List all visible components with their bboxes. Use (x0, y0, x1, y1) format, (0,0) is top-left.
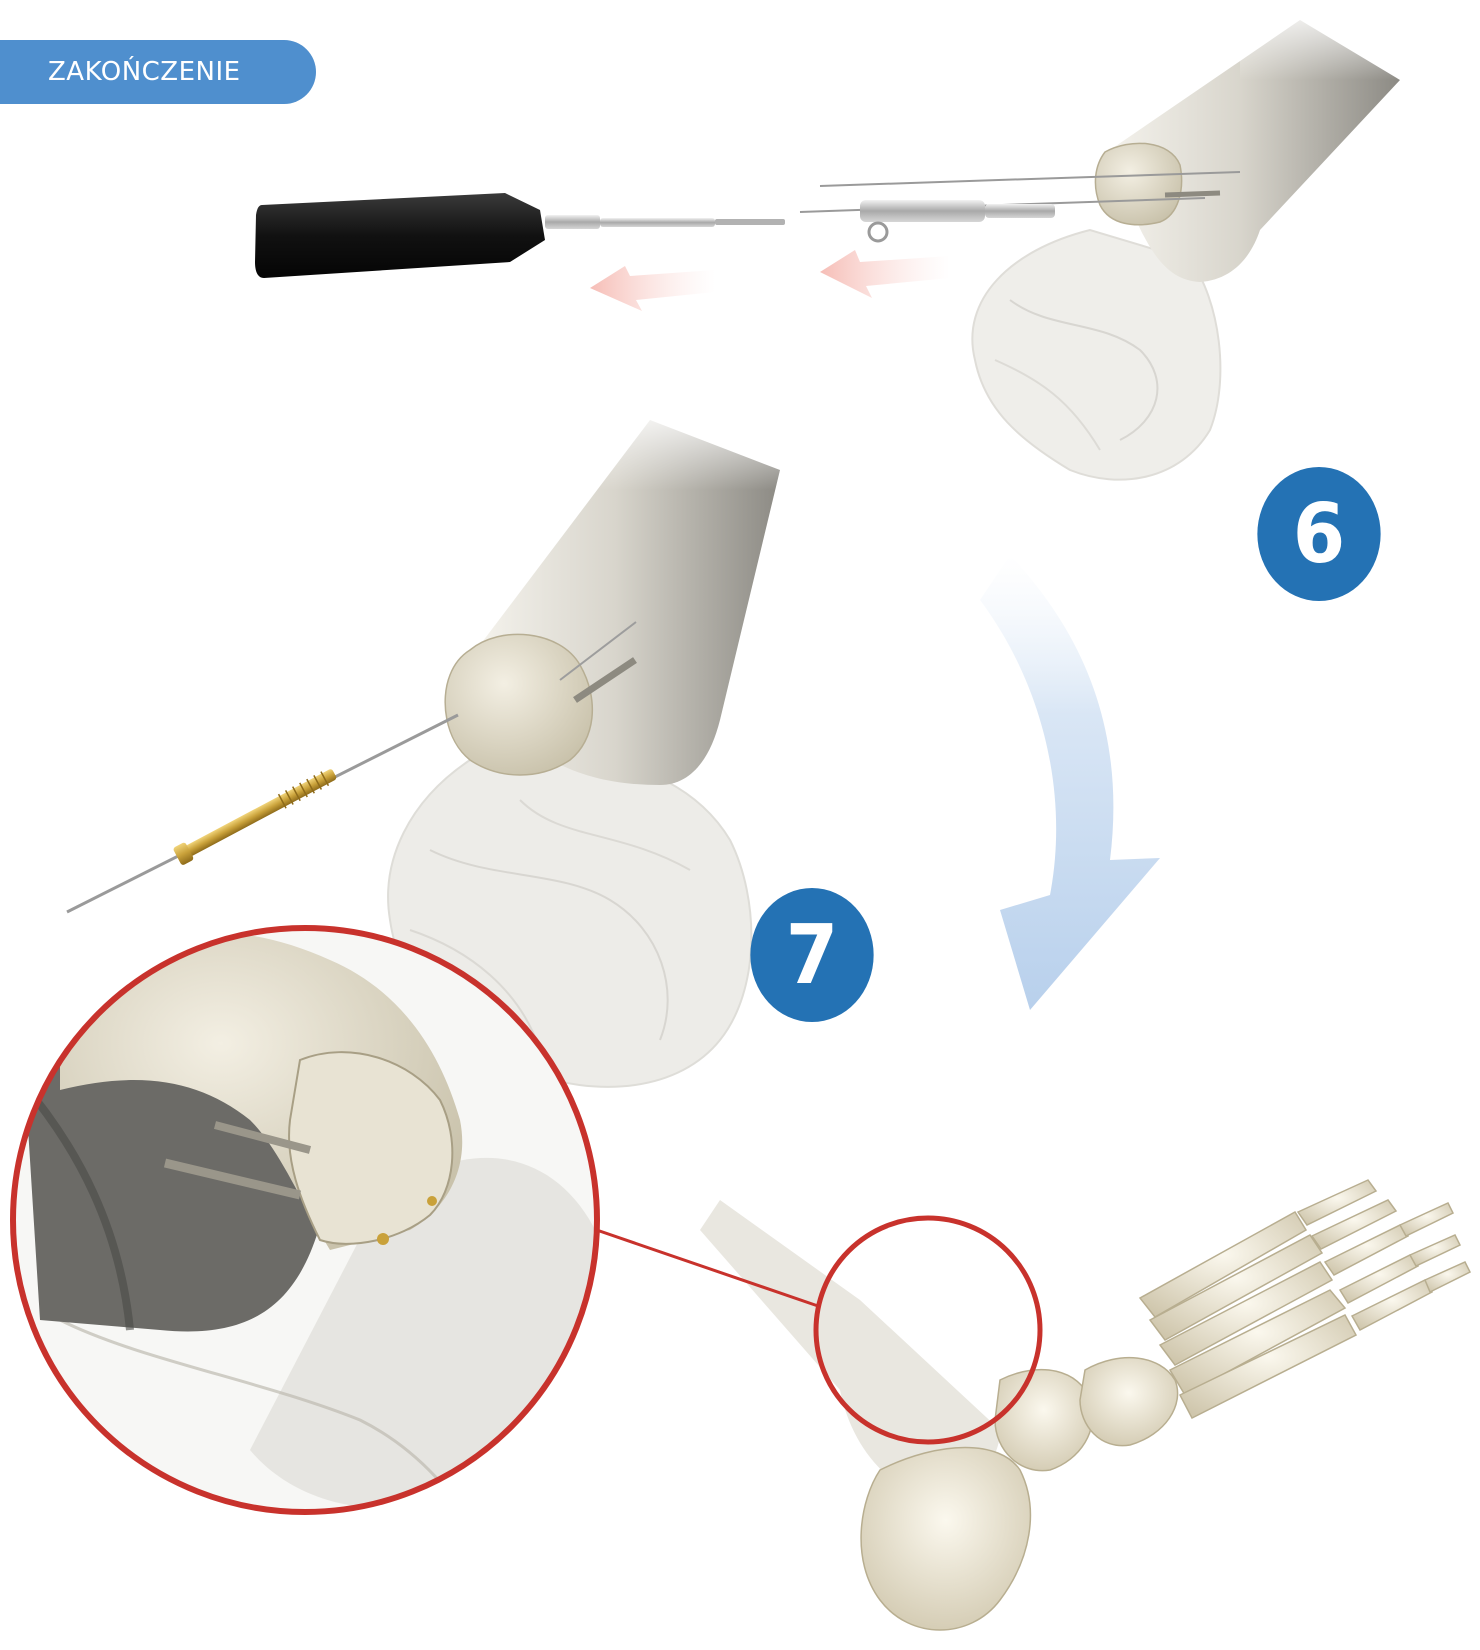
drill-sleeve (860, 200, 1055, 241)
screwdriver (255, 193, 785, 278)
cannulated-screw (173, 765, 340, 866)
removal-arrow-right (820, 250, 950, 298)
step-6-badge: 6 (1257, 467, 1380, 601)
removal-arrow-left (590, 266, 715, 311)
flow-arrow (980, 555, 1160, 1010)
step-7-number: 7 (786, 908, 838, 1003)
step-7-badge: 7 (750, 888, 873, 1022)
threaded-screw-tip (1165, 193, 1220, 195)
screw-head-2 (427, 1196, 437, 1206)
step6-illustration (255, 0, 1480, 480)
foot-skeleton (700, 1180, 1470, 1630)
screw-head-1 (377, 1233, 389, 1245)
malleolus-fragment-step7 (445, 634, 592, 775)
malleolus-fragment (1095, 143, 1181, 224)
step-6-number: 6 (1293, 487, 1345, 582)
